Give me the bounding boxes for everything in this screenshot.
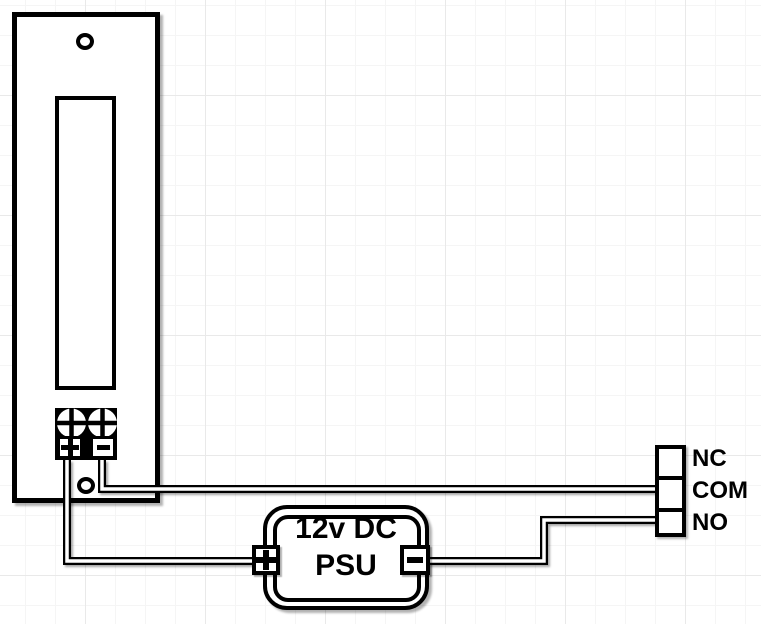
strike-keeper-slot — [55, 96, 116, 390]
psu-title-line2: PSU — [315, 549, 377, 582]
plus-icon — [61, 438, 79, 457]
plus-icon — [256, 550, 276, 570]
screw-terminal-left — [56, 408, 87, 438]
relay-label-no: NO — [692, 509, 728, 536]
strike-negative-terminal — [90, 436, 116, 459]
relay-labels: NC COM NO — [692, 443, 761, 539]
wire-core-3 — [428, 518, 659, 563]
strike-mounting-hole-top — [76, 33, 94, 50]
relay-cell-divider — [658, 476, 683, 480]
relay-label-nc: NC — [692, 445, 727, 472]
minus-icon — [96, 445, 110, 450]
strike-mounting-hole-bottom — [77, 477, 95, 494]
relay-label-com: COM — [692, 477, 748, 504]
wire-strike-minus-to-relay-com — [98, 460, 659, 493]
psu-title-line1: 12v DC — [295, 512, 397, 545]
minus-icon — [407, 557, 423, 563]
psu-negative-terminal — [400, 545, 430, 575]
wire-core-2 — [100, 460, 659, 491]
wire-psu-minus-to-relay-no — [428, 516, 659, 565]
strike-positive-terminal — [57, 436, 83, 459]
psu-positive-terminal — [252, 545, 280, 575]
relay-cell-divider — [658, 508, 683, 512]
strike-plate — [12, 12, 160, 503]
relay-terminal-block — [655, 445, 686, 537]
screw-terminal-right — [87, 408, 117, 438]
strike-terminal-block — [55, 408, 117, 460]
